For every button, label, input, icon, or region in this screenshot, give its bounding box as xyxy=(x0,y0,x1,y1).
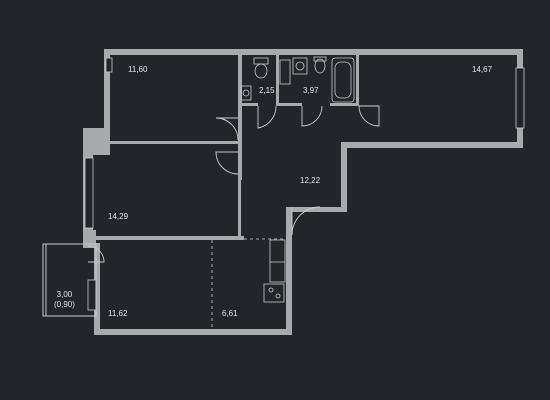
room-area-bedroom-bottom: 11,62 xyxy=(108,309,128,318)
wall-step-lower xyxy=(290,207,347,212)
wall-bedroom-mid-bottom xyxy=(96,236,244,240)
door-living xyxy=(358,105,380,127)
wall-wet-bottom-right xyxy=(330,103,359,106)
wall-bedroom-right-lower xyxy=(238,180,241,240)
toilet-icon xyxy=(253,57,269,79)
interior-walls xyxy=(96,55,359,240)
stove-icon xyxy=(263,283,285,303)
room-area-bathroom: 3,97 xyxy=(303,86,319,95)
bathtub-icon xyxy=(331,57,355,103)
wall-step-vertical xyxy=(341,142,347,212)
doors xyxy=(87,105,380,263)
room-area-kitchen: 6,61 xyxy=(222,309,238,318)
wall-kitchen-right xyxy=(286,207,292,334)
wall-top xyxy=(104,49,523,55)
room-area-bedroom-middle: 14,29 xyxy=(108,212,129,221)
window-bedroom-bottom xyxy=(87,279,97,311)
bath-sink-icon xyxy=(292,57,308,75)
wall-bedroom-top-bottom xyxy=(110,141,242,144)
openings xyxy=(211,238,286,329)
wall-wc-right xyxy=(276,55,279,105)
fixtures xyxy=(240,56,355,303)
door-bedroom-middle xyxy=(215,151,239,175)
wall-step-right xyxy=(341,142,523,148)
washer-icon xyxy=(279,59,291,85)
bath-toilet-icon xyxy=(313,56,327,74)
wall-wet-bottom-left xyxy=(238,103,258,106)
wall-hall-stub xyxy=(286,207,290,237)
room-area-bedroom-top-left: 11,60 xyxy=(128,65,148,74)
door-bedroom-top xyxy=(215,117,239,141)
window-bedroom-top xyxy=(105,57,113,73)
door-bath xyxy=(301,105,323,127)
door-hall xyxy=(291,206,321,236)
window-living xyxy=(515,67,525,129)
balcony-outline xyxy=(42,243,97,317)
room-area-hall: 12,22 xyxy=(300,176,321,185)
room-area-wc: 2,15 xyxy=(259,86,275,95)
wall-bottom xyxy=(94,329,292,335)
wall-bath-right xyxy=(356,55,359,105)
balcony xyxy=(42,243,97,317)
sink-icon xyxy=(240,85,252,101)
balcony-label: 3,00 (0,90) xyxy=(54,290,75,310)
room-area-living-room: 14,67 xyxy=(472,65,493,74)
door-balcony xyxy=(87,245,105,263)
wall-left-bottom xyxy=(94,243,100,335)
kitchen-counter xyxy=(269,239,286,283)
room-area-balcony: 3,00 xyxy=(56,290,73,299)
wall-wet-bottom-mid xyxy=(276,103,302,106)
door-wc xyxy=(257,105,277,129)
wall-bedroom-right xyxy=(238,55,242,180)
window-bedroom-middle xyxy=(84,157,94,229)
wall-left-top xyxy=(104,49,110,135)
room-reduced-area-balcony: (0,90) xyxy=(54,300,75,309)
